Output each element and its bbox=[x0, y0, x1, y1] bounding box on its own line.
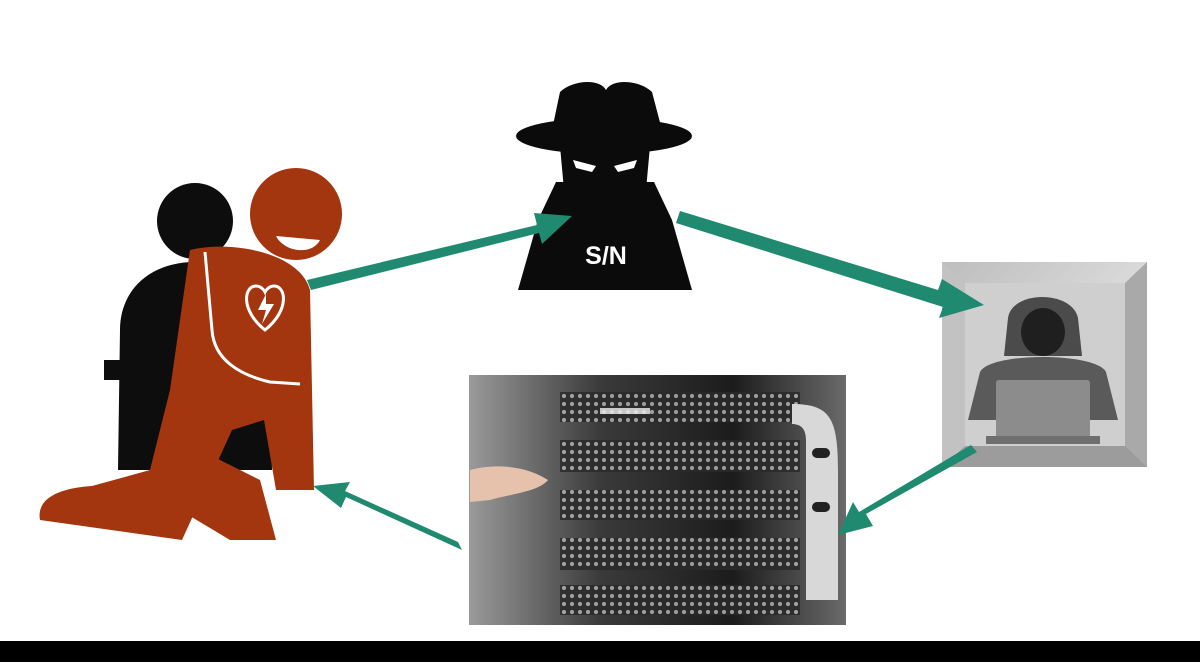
server-rack-photo bbox=[469, 375, 846, 625]
patient-person-icon bbox=[39, 168, 342, 540]
arrow-hooded-to-servers bbox=[838, 445, 977, 535]
hat-hacker-icon: S/N bbox=[516, 81, 692, 290]
bottom-black-bar bbox=[0, 641, 1200, 662]
cpr-figures bbox=[39, 168, 342, 540]
arrow-hacker-to-hooded bbox=[676, 211, 984, 318]
arrow-patient-to-hacker bbox=[307, 213, 572, 290]
hacker-label: S/N bbox=[585, 242, 627, 270]
hooded-hacker-laptop-icon bbox=[942, 262, 1147, 467]
arrow-servers-to-patient bbox=[313, 482, 462, 550]
defibrillator-heart-icon bbox=[245, 284, 285, 332]
